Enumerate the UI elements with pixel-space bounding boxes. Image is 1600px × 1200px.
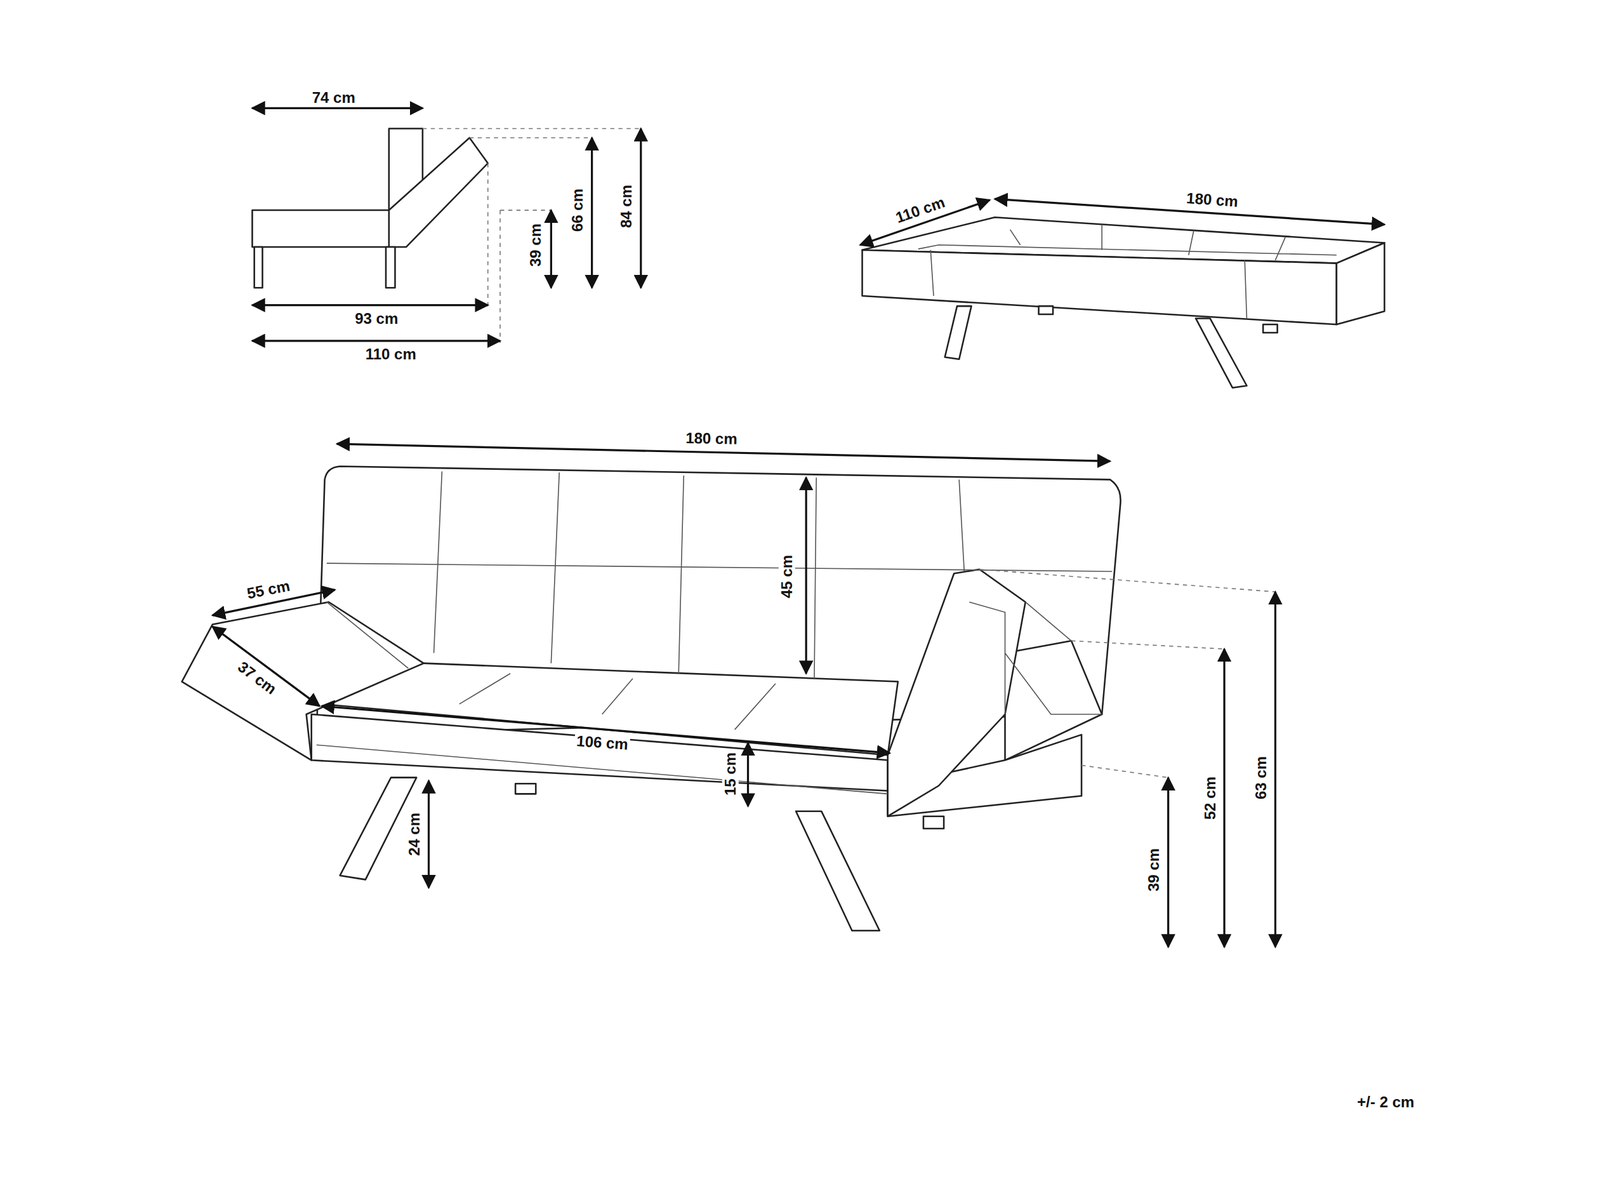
dimension-label: 39 cm <box>1145 846 1163 893</box>
dimension-label: +/- 2 cm <box>1355 1093 1416 1111</box>
dimension-label: 84 cm <box>618 182 635 230</box>
dimension-label: 180 cm <box>683 429 740 448</box>
dimension-label: 110 cm <box>363 345 419 363</box>
dimension-label: 63 cm <box>1252 753 1270 801</box>
dimension-label: 66 cm <box>569 186 586 234</box>
dimension-label: 55 cm <box>243 576 294 603</box>
dimension-label: 24 cm <box>406 810 423 858</box>
dimension-label: 74 cm <box>310 89 358 106</box>
dimension-label: 15 cm <box>722 750 739 798</box>
dimension-label: 110 cm <box>891 193 949 228</box>
dimension-label: 180 cm <box>1184 189 1241 211</box>
dimension-label: 52 cm <box>1202 774 1219 822</box>
dimension-label: 93 cm <box>352 309 400 327</box>
dimension-label: 45 cm <box>778 552 795 600</box>
dimension-label: 39 cm <box>527 221 544 269</box>
